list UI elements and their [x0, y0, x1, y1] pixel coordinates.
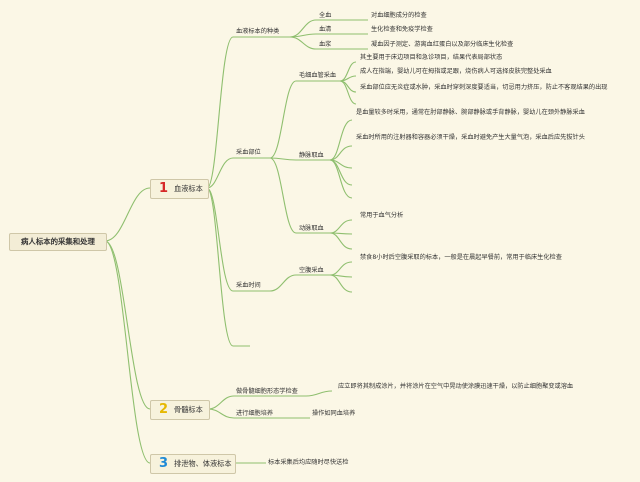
node-type-desc: 凝血因子测定、游离血红蛋白以及部分临床生化检查 — [371, 41, 514, 48]
node-arterial: 动脉取血 — [299, 225, 324, 232]
link-root-cat2 — [104, 240, 151, 410]
node-type-name: 全血 — [319, 12, 332, 19]
category-excreta: 3 排泄物、体液标本 — [150, 454, 236, 474]
link-cat1-types — [206, 36, 234, 189]
category-number: 3 — [159, 456, 169, 471]
link-root-cat1 — [104, 187, 151, 242]
node-venous: 静脉取血 — [299, 152, 324, 159]
category-label: 血液标本 — [174, 184, 203, 193]
node-note: 禁食8小时后空腹采取的标本，一般是在晨起早餐前，常用于临床生化检查 — [360, 254, 562, 261]
node-note: 其主要用于床边项目和急诊项目，结果代表局部状态 — [360, 54, 503, 61]
node-note: 成人在指端，婴幼儿可在拇指或足跟，烧伤病人可选择皮肤完整处采血 — [360, 68, 552, 75]
node-blood-types: 血液标本的种类 — [236, 28, 280, 35]
node-type-desc: 生化检查和免疫学检查 — [371, 26, 433, 33]
node-capillary: 毛细血管采血 — [299, 72, 337, 79]
node-type-desc: 对血细胞成分的检查 — [371, 12, 427, 19]
category-label: 骨髓标本 — [174, 405, 203, 414]
node-type-name: 血清 — [319, 26, 332, 33]
node-fasting: 空腹采血 — [299, 267, 324, 274]
link-cat1-site — [206, 157, 234, 189]
node-note: 是血量较多时采用，通常在肘部静脉、腕部静脉或手背静脉，婴幼儿在颈外静脉采血 — [356, 109, 585, 116]
category-number: 1 — [159, 181, 169, 196]
node-type-name: 血浆 — [319, 41, 332, 48]
node-blood-site: 采血部位 — [236, 149, 261, 156]
category-label: 排泄物、体液标本 — [174, 459, 232, 468]
node-marrow-smear: 做骨髓细胞形态学检查 — [236, 388, 298, 395]
node-note: 采血部位应无炎症或水肿，采血时穿刺深度要适当，切忌用力挤压，防止不客观结果的出现 — [360, 84, 608, 91]
node-note: 常用于血气分析 — [360, 212, 404, 219]
node-marrow-culture-desc: 操作如同血培养 — [312, 410, 356, 417]
root-node: 病人标本的采集和处理 — [9, 233, 107, 251]
node-excreta-desc: 标本采集后均应随时尽快送检 — [268, 459, 349, 466]
category-blood: 1 血液标本 — [150, 179, 209, 199]
node-marrow-smear-desc: 应立即将其制成涂片，并将涂片在空气中晃动使涂膜迅速干燥，以防止细胞聚变或溶血 — [338, 383, 574, 390]
node-note: 采血时所用的注射器和容器必须干燥，采血时避免产生大量气泡，采血后应先拔针头 — [356, 134, 585, 141]
node-blood-time: 采血时间 — [236, 282, 261, 289]
category-number: 2 — [159, 402, 169, 417]
link-cat1-e1 — [206, 187, 234, 347]
node-marrow-culture: 进行细胞培养 — [236, 410, 274, 417]
link-root-cat3 — [104, 240, 151, 464]
category-marrow: 2 骨髓标本 — [150, 400, 210, 420]
